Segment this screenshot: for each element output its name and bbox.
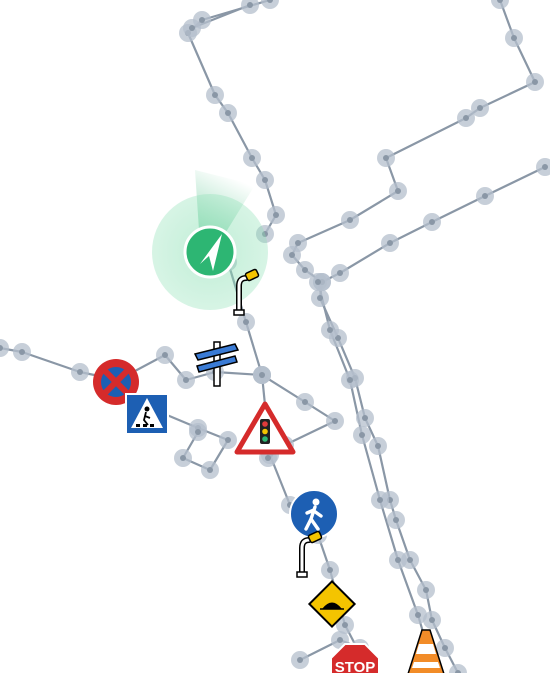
road-node-core xyxy=(332,418,338,424)
road-node-core xyxy=(19,349,25,355)
road-node-core xyxy=(315,279,321,285)
road-node-core xyxy=(273,212,279,218)
road-node-core xyxy=(327,327,333,333)
road-node-core xyxy=(302,267,308,273)
road-node-core xyxy=(362,415,368,421)
street-lamp-icon[interactable] xyxy=(233,268,260,316)
road-node-core xyxy=(377,497,383,503)
road-node-core xyxy=(267,0,273,3)
road-node-core xyxy=(180,455,186,461)
road-node-core xyxy=(423,587,429,593)
road-node-core xyxy=(337,637,343,643)
road-node-core xyxy=(511,35,517,41)
road-node-core xyxy=(225,437,231,443)
road-node-core xyxy=(199,17,205,23)
road-node-core xyxy=(247,2,253,8)
road-node-core xyxy=(482,193,488,199)
pedestrian-sign-icon[interactable] xyxy=(289,489,339,539)
road-node-core xyxy=(393,517,399,523)
road-node-core xyxy=(395,188,401,194)
road-node-core xyxy=(259,372,265,378)
road-node-core xyxy=(302,399,308,405)
road-node-core xyxy=(442,645,448,651)
stop-sign-label: STOP xyxy=(335,659,376,673)
road-node-core xyxy=(387,240,393,246)
road-node-core xyxy=(429,617,435,623)
road-node-core xyxy=(383,155,389,161)
street-lamp-icon[interactable] xyxy=(296,530,323,578)
guidepost-icon[interactable] xyxy=(193,341,240,387)
road-node-core xyxy=(207,467,213,473)
road-node-core xyxy=(497,0,503,3)
road-node-core xyxy=(189,25,195,31)
road-node-core xyxy=(477,105,483,111)
road-node-core xyxy=(225,110,231,116)
road-node xyxy=(449,664,467,673)
road-node-core xyxy=(335,335,341,341)
traffic-signal-warning-sign-icon[interactable] xyxy=(234,401,296,455)
road-node-core xyxy=(212,92,218,98)
road-node-core xyxy=(317,295,323,301)
road-node-core xyxy=(542,164,548,170)
road-node-core xyxy=(415,612,421,618)
road-node-core xyxy=(297,657,303,663)
road-node-core xyxy=(455,670,461,673)
road-node-core xyxy=(463,115,469,121)
road-node-core xyxy=(327,567,333,573)
road-node-core xyxy=(429,219,435,225)
speed-bump-sign-icon[interactable] xyxy=(307,579,357,629)
road-node-core xyxy=(347,217,353,223)
navigation-arrow-icon xyxy=(200,234,222,271)
road-node xyxy=(0,339,9,357)
road-node-core xyxy=(395,557,401,563)
road-node-core xyxy=(0,345,3,351)
user-location-marker[interactable] xyxy=(152,170,268,310)
pedestrian-crossing-sign-icon[interactable] xyxy=(125,393,169,435)
road-node-core xyxy=(347,377,353,383)
road-node-core xyxy=(532,79,538,85)
road-node-core xyxy=(289,252,295,258)
road-node-core xyxy=(77,369,83,375)
traffic-cone-icon[interactable] xyxy=(407,629,445,673)
road-node-core xyxy=(295,240,301,246)
road-node-core xyxy=(195,429,201,435)
road-node-core xyxy=(359,432,365,438)
road-node-core xyxy=(262,177,268,183)
road-node-core xyxy=(337,270,343,276)
road-node-core xyxy=(342,622,348,628)
road-node-core xyxy=(243,319,249,325)
road-node-core xyxy=(265,455,271,461)
road-node xyxy=(261,0,279,9)
road-node-core xyxy=(183,377,189,383)
stop-sign[interactable]: STOP xyxy=(330,643,380,673)
road-node-core xyxy=(162,352,168,358)
road-node-core xyxy=(407,557,413,563)
road-node-core xyxy=(375,443,381,449)
road-node xyxy=(491,0,509,9)
road-node-core xyxy=(249,155,255,161)
